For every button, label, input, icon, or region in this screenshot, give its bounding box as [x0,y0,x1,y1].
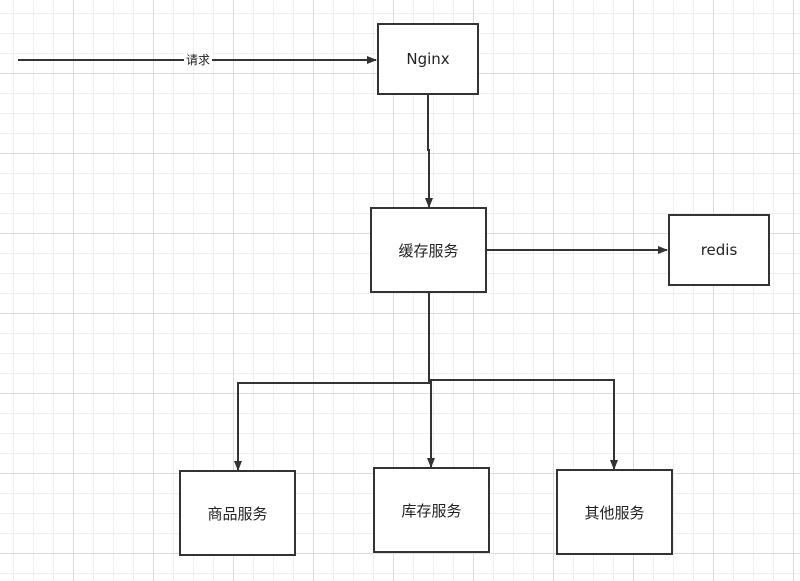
cache-to-product-arrow [234,380,430,471]
redis-node[interactable]: redis [668,214,770,286]
cache-service-node[interactable]: 缓存服务 [370,207,487,293]
request-label: 请求 [184,53,213,67]
other-service-label: 其他服务 [584,503,645,522]
inventory-service-node[interactable]: 库存服务 [373,467,490,553]
cache-service-label: 缓存服务 [398,241,459,260]
redis-label: redis [700,241,738,259]
other-service-node[interactable]: 其他服务 [556,469,673,555]
inventory-service-label: 库存服务 [401,501,462,520]
nginx-node[interactable]: Nginx [377,23,479,95]
cache-to-inventory-arrow [427,379,435,468]
cache-to-other-arrow [429,379,618,470]
nginx-to-cache-arrow [425,95,433,208]
nginx-label: Nginx [406,50,450,68]
product-service-node[interactable]: 商品服务 [179,470,296,556]
product-service-label: 商品服务 [207,504,268,523]
